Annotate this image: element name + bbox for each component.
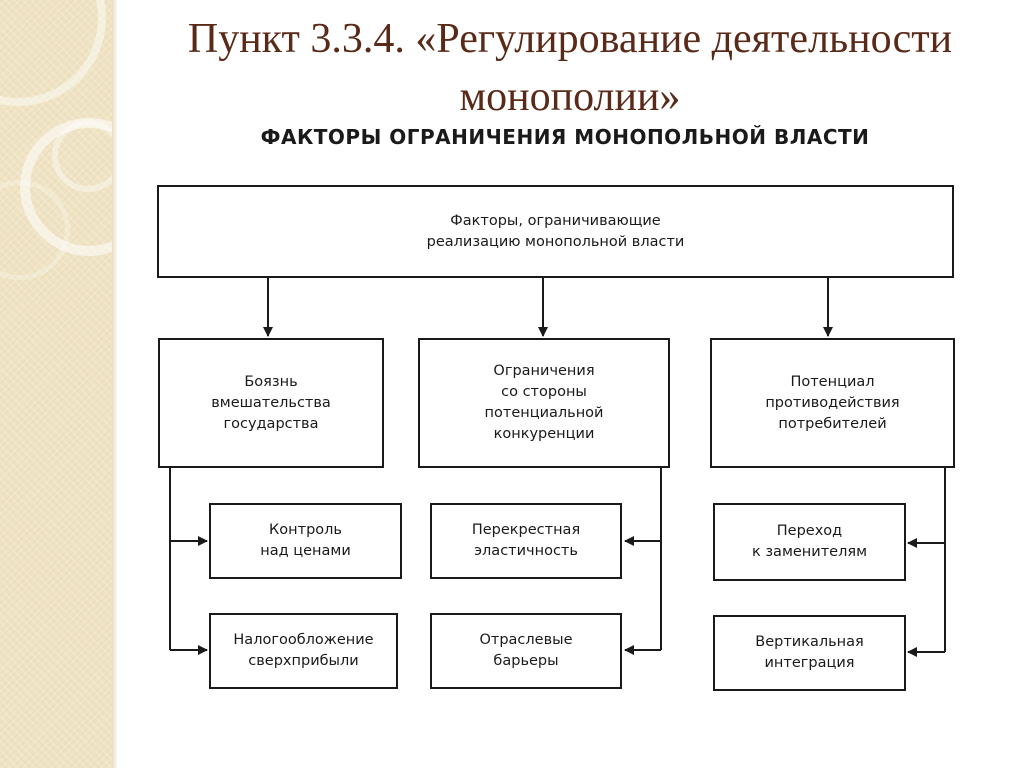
branch-box-line: Потенциал [790,373,875,390]
leaf-box-line: Отраслевые [479,632,573,648]
leaf-box-price-control: Контроль над ценами [209,503,402,579]
leaf-box-line: над ценами [260,543,351,559]
branch-box-line: конкуренции [493,426,595,442]
leaf-box-line: Налогообложение [233,632,374,648]
branch-box-line: противодействия [765,394,900,411]
branch-box-line: со стороны [501,384,587,400]
leaf-box-line: Контроль [269,522,342,538]
leaf-box-industry-barriers: Отраслевые барьеры [430,613,622,689]
branch-box-line: Ограничения [493,363,595,379]
slide-title-line: Пункт 3.3.4. «Регулирование деятельности [187,16,953,62]
leaf-box-line: интеграция [764,655,855,671]
root-box-line: Факторы, ограничивающие [450,212,661,229]
leaf-box-line: к заменителям [751,544,868,560]
leaf-box-vertical-integration: Вертикальная интеграция [713,615,906,691]
ring-ornament [0,180,70,280]
root-box-line: реализацию монопольной власти [426,233,685,250]
branch-box-consumer-resistance: Потенциал противодействия потребителей [710,338,955,468]
leaf-box-substitutes: Переход к заменителям [713,503,906,581]
branch-box-potential-competition: Ограничения со стороны потенциальной кон… [418,338,670,468]
leaf-box-line: Вертикальная [755,634,864,650]
ring-ornament [52,120,112,192]
branch-box-line: потенциальной [484,405,604,421]
slide-title-line: монополии» [459,74,681,120]
root-factors-box: Факторы, ограничивающие реализацию моноп… [157,185,954,278]
leaf-box-excess-profit-tax: Налогообложение сверхприбыли [209,613,398,689]
leaf-box-line: эластичность [474,543,578,559]
sidebar-edge [112,0,118,768]
branch-box-line: потребителей [778,415,887,432]
branch-box-line: вмешательства [211,394,331,411]
diagram-heading: ФАКТОРЫ ОГРАНИЧЕНИЯ МОНОПОЛЬНОЙ ВЛАСТИ [260,125,870,149]
leaf-box-cross-elasticity: Перекрестная эластичность [430,503,622,579]
slide-title: Пункт 3.3.4. «Регулирование деятельности… [125,10,1015,126]
branch-box-state-intervention: Боязнь вмешательства государства [158,338,384,468]
leaf-box-line: барьеры [493,653,559,669]
leaf-box-line: Перекрестная [471,522,581,538]
branch-box-line: государства [223,415,319,432]
decorative-sidebar [0,0,112,768]
branch-box-line: Боязнь [244,373,298,390]
leaf-box-line: сверхприбыли [248,653,359,669]
leaf-box-line: Переход [776,523,843,539]
